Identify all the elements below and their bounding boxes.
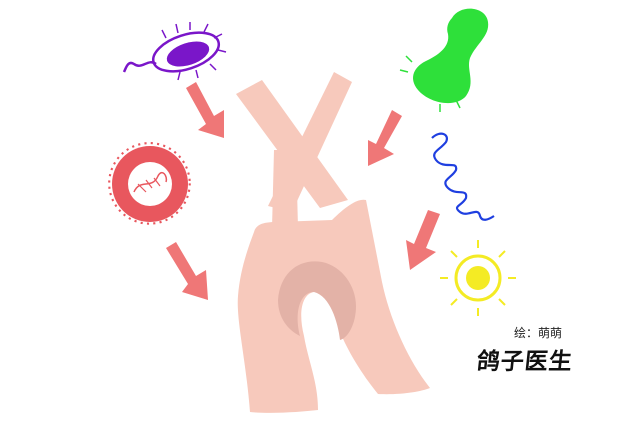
blue-spiral-icon xyxy=(431,132,495,221)
overalls-bib xyxy=(272,150,298,228)
arrow-top-right xyxy=(368,110,402,166)
green-blob-icon xyxy=(399,8,489,112)
overalls-illustration xyxy=(236,72,430,413)
yellow-sun-icon xyxy=(440,240,516,316)
overalls-strap-left xyxy=(236,80,348,208)
signature-logo: 鸽子医生 xyxy=(475,349,575,375)
arrow-mid-right xyxy=(406,210,440,270)
arrow-top-left xyxy=(186,82,224,138)
red-ring-cell-icon xyxy=(108,142,191,225)
purple-bacillus-icon xyxy=(122,22,227,81)
arrow-mid-left xyxy=(166,242,208,300)
arrows xyxy=(166,82,440,300)
overalls-shadow xyxy=(278,261,356,340)
illustrator-credit: 绘：萌萌 xyxy=(514,326,563,340)
